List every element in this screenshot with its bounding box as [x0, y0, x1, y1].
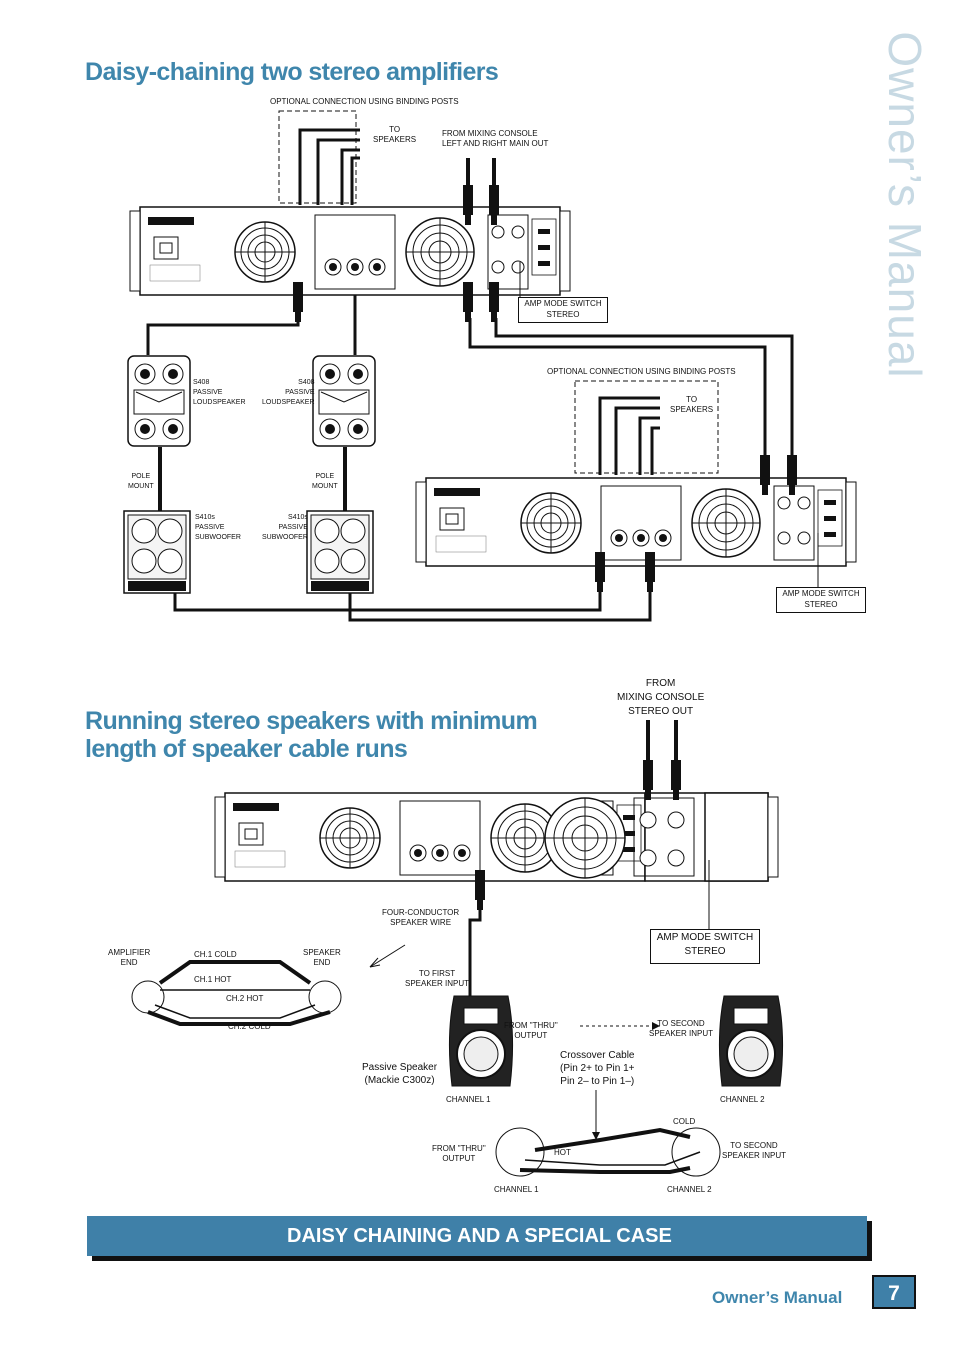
sub-2: [306, 510, 374, 594]
channel2-label: CHANNEL 2: [720, 1095, 765, 1104]
from-console-bottom: FROM MIXING CONSOLE STEREO OUT: [617, 678, 705, 717]
owners-manual-footer: Owner’s Manual: [712, 1288, 843, 1307]
ch1-hot: CH.1 HOT: [194, 975, 232, 984]
speaker-end: SPEAKER END: [303, 948, 341, 967]
four-conductor: FOUR-CONDUCTOR SPEAKER WIRE: [382, 908, 460, 927]
amplifier-end: AMPLIFIER END: [108, 948, 151, 967]
section1-title: Daisy-chaining two stereo amplifiers: [85, 58, 499, 86]
to-first-input: TO FIRST SPEAKER INPUT: [405, 969, 470, 988]
sub1-label: S410s PASSIVE SUBWOOFER: [195, 514, 241, 541]
to-second-2: TO SECOND SPEAKER INPUT: [722, 1141, 787, 1160]
opt-conn-mid: OPTIONAL CONNECTION USING BINDING POSTS: [547, 367, 736, 376]
to-speakers-mid: TO SPEAKERS: [670, 395, 714, 414]
from-thru-2: FROM "THRU" OUTPUT: [432, 1144, 486, 1163]
pole2-label: POLE MOUNT: [312, 473, 338, 490]
speaker-2: [312, 355, 376, 447]
speaker-1: [127, 355, 191, 447]
spk1-label: S408 PASSIVE LOUDSPEAKER: [193, 379, 246, 406]
ch1-cold: CH.1 COLD: [194, 950, 237, 959]
page-number: 7: [872, 1275, 916, 1309]
ch2-cold: CH.2 COLD: [228, 1022, 271, 1031]
sub-1: [123, 510, 191, 594]
amp-mode-bottom: AMP MODE SWITCH STEREO: [650, 929, 760, 964]
amp-mode-mid: AMP MODE SWITCH STEREO: [776, 587, 866, 613]
passive-speaker: Passive Speaker (Mackie C300z): [362, 1062, 438, 1086]
pa-speaker-1: [448, 995, 514, 1087]
crossover-cable: Crossover Cable (Pin 2+ to Pin 1+ Pin 2–…: [560, 1050, 635, 1087]
cold-label: COLD: [673, 1117, 696, 1126]
section2-title-line2: length of speaker cable runs: [85, 735, 408, 763]
amp-1: [129, 206, 571, 296]
channel2-b: CHANNEL 2: [667, 1185, 712, 1194]
spk2-label: S408 PASSIVE LOUDSPEAKER: [262, 379, 315, 406]
amp-3: [214, 792, 769, 882]
hot-label: HOT: [554, 1148, 571, 1157]
from-thru: FROM "THRU" OUTPUT: [504, 1021, 558, 1040]
section-banner: DAISY CHAINING AND A SPECIAL CASE: [87, 1216, 867, 1256]
channel1-label: CHANNEL 1: [446, 1095, 491, 1104]
pa-speaker-2: [718, 995, 784, 1087]
channel1-b: CHANNEL 1: [494, 1185, 539, 1194]
from-console-top: FROM MIXING CONSOLE LEFT AND RIGHT MAIN …: [442, 129, 549, 148]
sub2-label: S410s PASSIVE SUBWOOFER: [262, 514, 308, 541]
section2-title-line1: Running stereo speakers with minimum: [85, 707, 538, 735]
ch2-hot: CH.2 HOT: [226, 994, 264, 1003]
opt-conn-top: OPTIONAL CONNECTION USING BINDING POSTS: [270, 97, 459, 106]
pole1-label: POLE MOUNT: [128, 473, 154, 490]
amp-mode-top: AMP MODE SWITCH STEREO: [518, 297, 608, 323]
to-speakers-top: TO SPEAKERS: [373, 125, 417, 144]
to-second: TO SECOND SPEAKER INPUT: [649, 1019, 714, 1038]
